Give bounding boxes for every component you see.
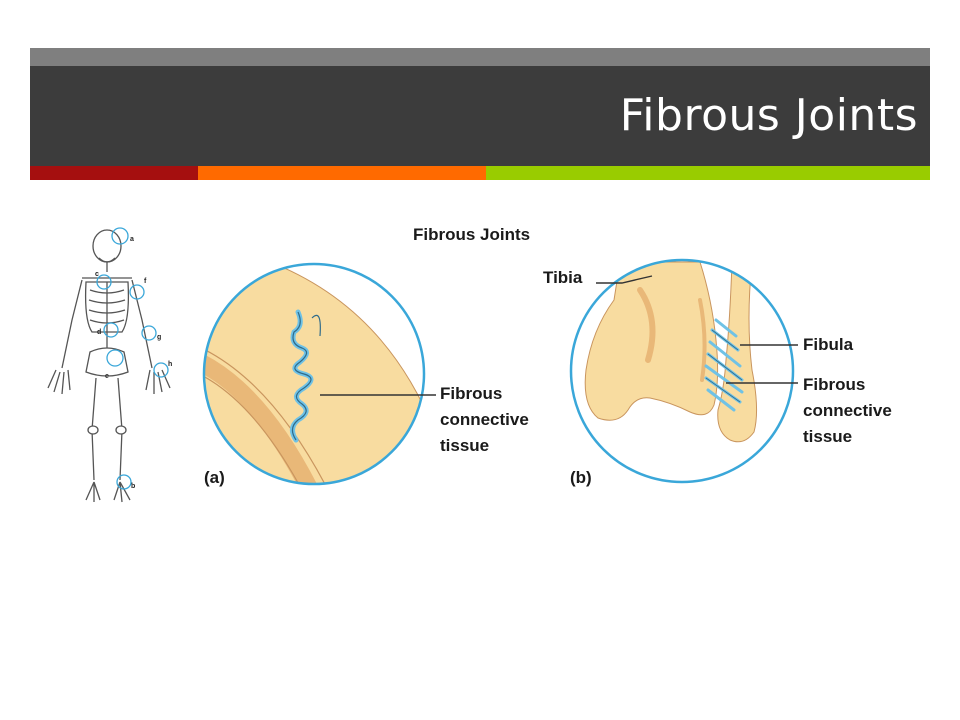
joint-marker bbox=[106, 349, 124, 367]
skeleton-illustration bbox=[47, 229, 171, 503]
joint-marker bbox=[141, 325, 157, 341]
panel-b-circle bbox=[569, 258, 795, 484]
panel-b-syndesmosis: Tibia Fibula Fibrous connective tissue (… bbox=[543, 258, 897, 487]
joint-marker bbox=[111, 227, 129, 245]
accent-bar-orange bbox=[198, 166, 486, 180]
tibia-label: Tibia bbox=[543, 268, 583, 287]
figure-heading: Fibrous Joints bbox=[413, 225, 530, 244]
joint-marker bbox=[96, 274, 112, 290]
skeleton-label: g bbox=[157, 334, 161, 341]
panel-a-suture: Fibrous connective tissue (a) bbox=[202, 262, 534, 487]
skeleton-label: b bbox=[131, 483, 135, 490]
accent-bar-red bbox=[30, 166, 198, 180]
skeleton-joint-markers bbox=[96, 227, 169, 490]
skeleton-label: a bbox=[130, 236, 134, 243]
skeleton-label: h bbox=[168, 361, 172, 368]
skeleton-label: d bbox=[97, 329, 101, 336]
joint-marker bbox=[116, 474, 132, 490]
panel-b-letter: (b) bbox=[570, 468, 592, 487]
fibula-bone bbox=[717, 261, 758, 443]
panel-a-circle bbox=[202, 262, 426, 486]
joint-marker bbox=[103, 322, 119, 338]
skeleton-label: e bbox=[105, 373, 109, 380]
accent-bar-green bbox=[486, 166, 930, 180]
panel-b-tissue-label: Fibrous connective tissue bbox=[803, 375, 897, 446]
panel-a-tissue-label: Fibrous connective tissue bbox=[440, 384, 534, 455]
header-top-strip bbox=[30, 48, 930, 66]
joint-marker bbox=[153, 362, 169, 378]
slide-title: Fibrous Joints bbox=[619, 90, 918, 141]
tibia-leader-line bbox=[596, 275, 653, 284]
joint-marker bbox=[129, 284, 145, 300]
skeleton-label: f bbox=[144, 278, 147, 285]
fibula-label: Fibula bbox=[803, 335, 854, 354]
skull-inner-layer bbox=[204, 350, 320, 484]
title-bar bbox=[30, 66, 930, 166]
skeleton-label: c bbox=[95, 271, 99, 278]
skull-bone bbox=[204, 264, 424, 484]
panel-a-letter: (a) bbox=[204, 468, 225, 487]
